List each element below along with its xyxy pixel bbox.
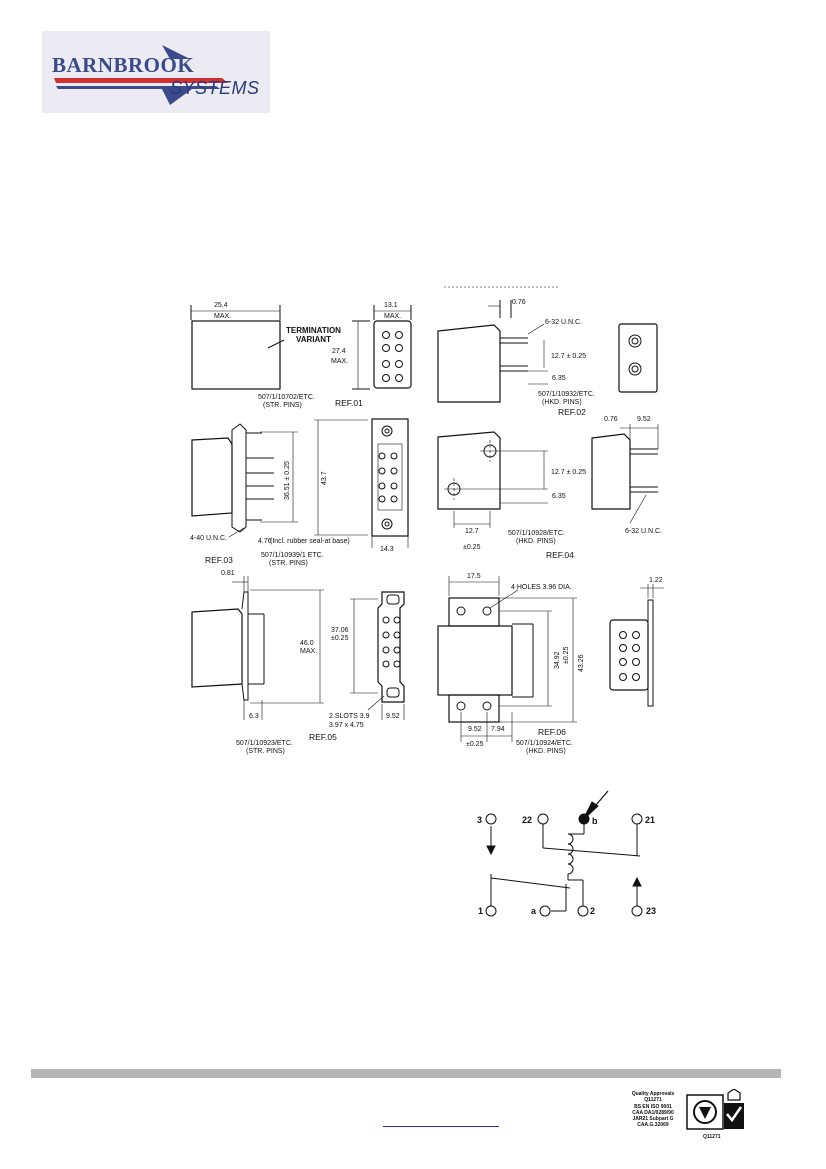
qa-line: JAR21 Subpart G — [632, 1116, 674, 1123]
pin-label-21: 21 — [645, 815, 655, 825]
ref04-label: REF.04 — [546, 550, 574, 560]
qa-line: BS EN ISO 9001 — [634, 1103, 672, 1110]
logo-text-barnbrook: BARNBROOK — [52, 53, 195, 77]
pin-label-3: 3 — [477, 815, 482, 825]
ref01-dim-depth-note: MAX. — [384, 313, 401, 320]
ref02-dim-pitch: 12.7 ± 0.25 — [551, 353, 586, 360]
ref04-dim-spacing-tol: ±0.25 — [463, 544, 481, 551]
ref06-holes: 4 HOLES 3.96 DIA. — [511, 584, 572, 591]
ref05-dim-height: 46.0 — [300, 640, 314, 647]
ref05-dim-flange: 0.81 — [221, 570, 235, 577]
ref01-label: REF.01 — [335, 398, 363, 408]
ref01-part-no: 507/1/10702/ETC. — [258, 394, 315, 401]
ref03-label: REF.03 — [205, 555, 233, 565]
ref04-dim-gap: 0.76 — [604, 416, 618, 423]
drawing-ref01: 25.4 MAX. TERMINATION VARIANT 13.1 MAX. … — [190, 302, 412, 409]
ref06-dim-hole-b: 7.94 — [491, 726, 505, 733]
ref03-dim-pitch: 36.51 ± 0.25 — [284, 461, 291, 500]
ref02-part-no: 507/1/10932/ETC. — [538, 391, 595, 398]
ref03-pins: (STR. PINS) — [269, 560, 308, 567]
ref01-pins: (STR. PINS) — [263, 402, 302, 409]
pin-label-b: b — [592, 816, 598, 826]
qa-line: CAA DA1/0289/90 — [632, 1109, 674, 1116]
qa-line: Q11271 — [644, 1097, 662, 1104]
ref02-thread: 6-32 U.N.C. — [545, 319, 582, 326]
ref03-dim-base: 4.76 — [258, 538, 272, 545]
ref06-dim-width: 17.5 — [467, 573, 481, 580]
ref03-base-note: (Incl. rubber seal-at base) — [270, 538, 350, 545]
drawing-ref02: 0.76 6-32 U.N.C. 12.7 ± 0.25 6.35 507/1/… — [437, 286, 658, 417]
ref02-dim-pin: 6.35 — [552, 375, 566, 382]
drawing-ref06: 17.5 4 HOLES 3.96 DIA. 34.92 ±0.25 43.26… — [437, 573, 664, 755]
ref04-dim-pitch: 12.7 ± 0.25 — [551, 469, 586, 476]
ref01-note-termination: TERMINATION — [286, 326, 341, 335]
pin-label-2: 2 — [590, 906, 595, 916]
qa-line: CAA.G.32069 — [637, 1122, 669, 1129]
qa-line: Quality Approvals — [631, 1091, 675, 1097]
ref01-dim-height: 27.4 — [332, 348, 346, 355]
drawing-ref03: 36.51 ± 0.25 43.7 14.3 4-40 U.N.C. 4.76 … — [190, 418, 409, 567]
ref05-pins: (STR. PINS) — [246, 748, 285, 755]
ref05-slots-size: 3.97 x 4.75 — [329, 722, 364, 729]
ref05-dim-width: 9.52 — [386, 713, 400, 720]
pin-label-22: 22 — [522, 815, 532, 825]
footer-divider — [31, 1069, 781, 1078]
pin-label-1: 1 — [478, 906, 483, 916]
ref06-dim-hole-a: 9.52 — [468, 726, 482, 733]
ref01-dim-height-note: MAX. — [331, 358, 348, 365]
ref03-dim-width: 14.3 — [380, 546, 394, 553]
ref06-dim-hole-tol: ±0.25 — [466, 741, 484, 748]
ref01-dim-width-note: MAX. — [214, 313, 231, 320]
ref06-part-no: 507/1/10924/ETC. — [516, 740, 573, 747]
ref06-dim-flange: 1.22 — [649, 577, 663, 584]
ref02-dim-gap: 0.76 — [512, 299, 526, 306]
pin-label-23: 23 — [646, 906, 656, 916]
company-logo: BARNBROOK SYSTEMS — [42, 31, 270, 113]
ref01-note-variant: VARIANT — [296, 335, 331, 344]
ref05-dim-pitch-tol: ±0.25 — [331, 635, 349, 642]
pin-label-a: a — [531, 906, 537, 916]
ref05-dim-foot: 6.3 — [249, 713, 259, 720]
ref02-label: REF.02 — [558, 407, 586, 417]
ref06-dim-pitch: 34.92 — [554, 651, 561, 669]
ref04-thread: 6-32 U.N.C. — [625, 528, 662, 535]
ref06-dim-pitch-tol: ±0.25 — [563, 646, 570, 664]
ref01-dim-width: 25.4 — [214, 302, 228, 309]
ref04-dim-stud: 9.52 — [637, 416, 651, 423]
ref04-dim-pin: 6.35 — [552, 493, 566, 500]
ref05-label: REF.05 — [309, 732, 337, 742]
ref06-dim-length: 43.26 — [578, 654, 585, 672]
ref05-slots: 2 SLOTS 3.9 — [329, 713, 370, 720]
certification-badge-icon — [686, 1089, 744, 1130]
contact-schematic: 3 22 b 21 1 a 2 23 — [477, 790, 656, 917]
ref03-dim-length: 43.7 — [321, 471, 328, 485]
ref04-part-no: 507/1/10928/ETC. — [508, 530, 565, 537]
ref03-thread: 4-40 U.N.C. — [190, 535, 227, 542]
ref05-dim-height-note: MAX. — [300, 648, 317, 655]
ref05-dim-pitch: 37.06 — [331, 627, 349, 634]
ref06-label: REF.06 — [538, 727, 566, 737]
ref02-pins: (HKD. PINS) — [542, 399, 582, 406]
quality-approvals: Quality Approvals Q11271 BS EN ISO 9001 … — [622, 1091, 684, 1129]
ref03-part-no: 507/1/10939/1 ETC. — [261, 552, 324, 559]
ref06-pins: (HKD. PINS) — [526, 748, 566, 755]
ref04-pins: (HKD. PINS) — [516, 538, 556, 545]
ref01-dim-depth: 13.1 — [384, 302, 398, 309]
ref04-dim-spacing: 12.7 — [465, 528, 479, 535]
logo-mark — [54, 45, 228, 105]
logo-text-systems: SYSTEMS — [170, 78, 260, 98]
ref05-part-no: 507/1/10923/ETC. — [236, 740, 293, 747]
drawing-ref05: 0.81 46.0 MAX. 6.3 37.06 ±0.25 2 SLOTS 3… — [191, 570, 405, 755]
drawing-ref04: 12.7 ± 0.25 6.35 12.7 ±0.25 507/1/10928/… — [437, 416, 662, 560]
cert-number: Q11271 — [703, 1134, 721, 1140]
website-link-underline[interactable] — [383, 1126, 499, 1127]
